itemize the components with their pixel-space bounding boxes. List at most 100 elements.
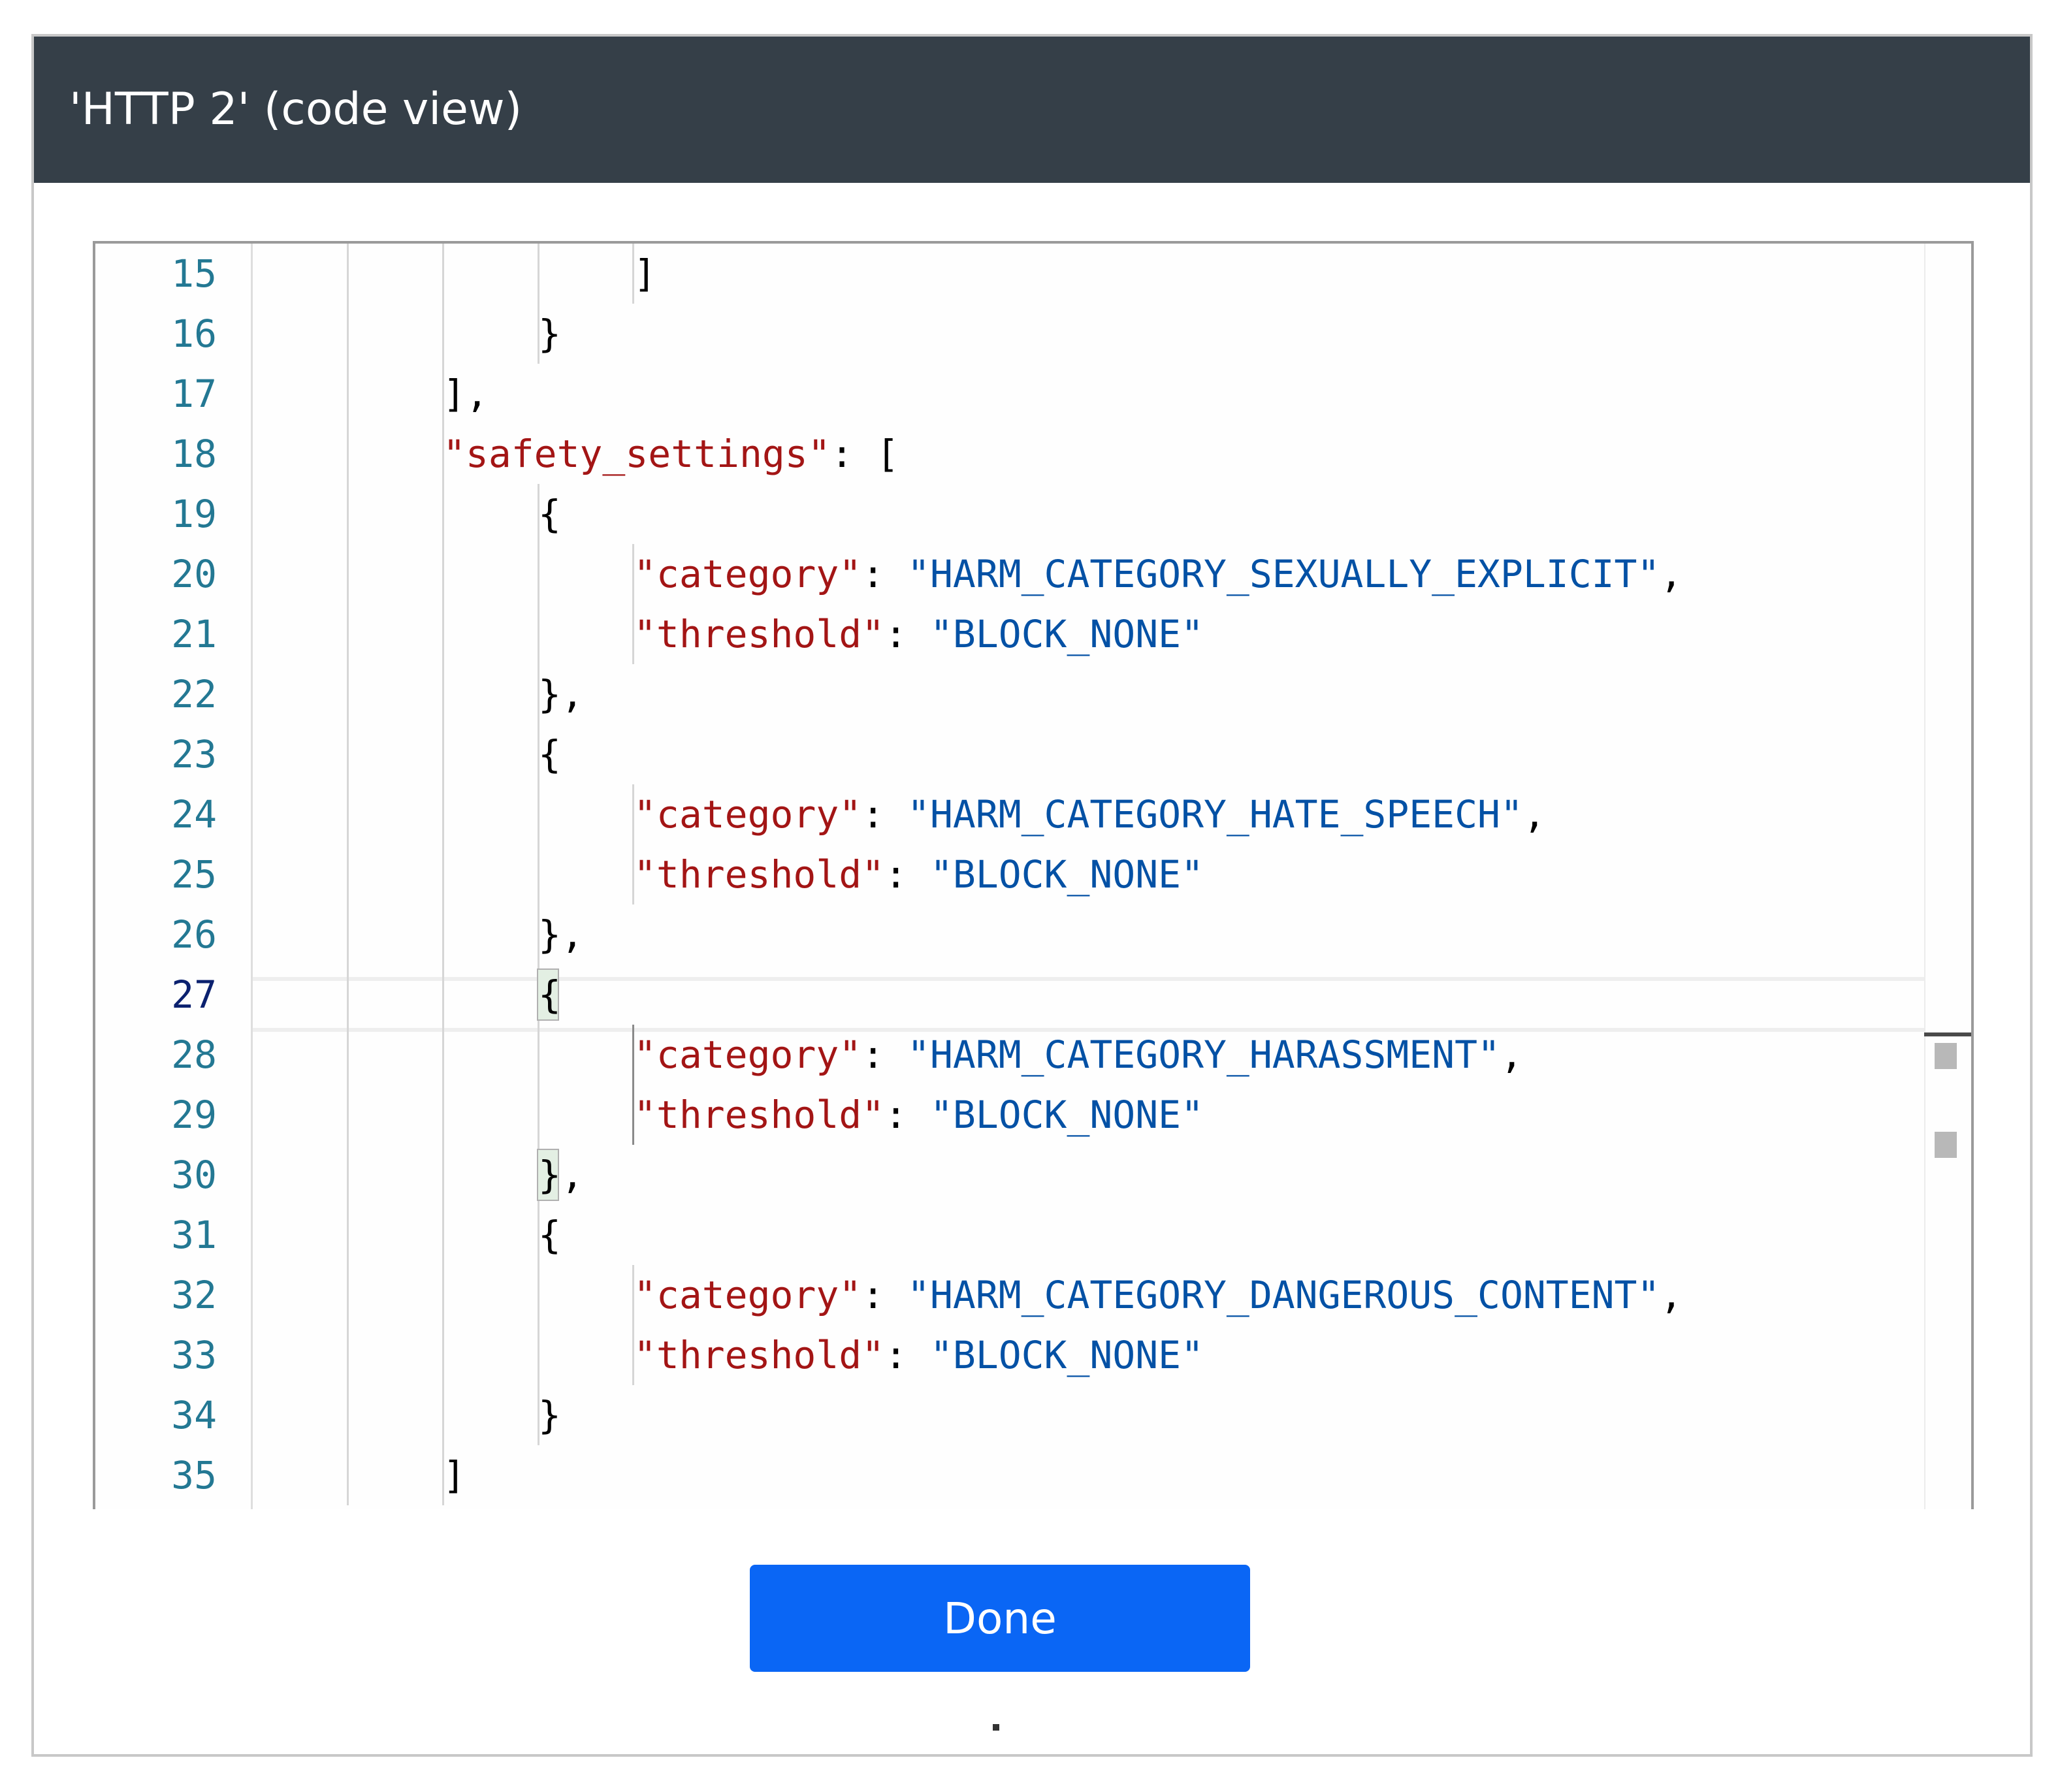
line-number: 35 — [171, 1453, 217, 1497]
line-number: 28 — [171, 1032, 217, 1077]
json-key: "threshold" — [634, 612, 885, 656]
json-punctuation: ] — [443, 1453, 466, 1497]
json-punctuation: ] — [634, 251, 656, 296]
json-key: "threshold" — [634, 1333, 885, 1377]
json-punctuation: , — [1660, 1273, 1683, 1317]
json-punctuation: } — [538, 1393, 561, 1437]
line-number: 19 — [171, 492, 217, 536]
code-line[interactable]: "threshold": "BLOCK_NONE" — [634, 844, 1204, 904]
json-key: "category" — [634, 1032, 862, 1077]
code-line[interactable]: } — [538, 304, 561, 364]
json-string-value: "HARM_CATEGORY_HATE_SPEECH" — [907, 792, 1523, 837]
json-punctuation: } — [538, 312, 561, 356]
json-punctuation: : — [861, 552, 908, 596]
overview-ruler-cursor-mark — [1924, 1032, 1971, 1036]
cursor-mark — [993, 1724, 999, 1731]
bracket-match-highlight — [537, 1149, 559, 1201]
json-punctuation: , — [1500, 1032, 1523, 1077]
code-line[interactable]: ] — [634, 244, 656, 304]
json-punctuation: : — [884, 852, 930, 897]
line-number: 15 — [171, 251, 217, 296]
json-punctuation: }, — [538, 912, 584, 957]
line-number: 17 — [171, 372, 217, 416]
bracket-match-highlight — [537, 968, 559, 1021]
json-key: "category" — [634, 792, 862, 837]
code-line[interactable]: }, — [538, 664, 584, 724]
json-string-value: "BLOCK_NONE" — [929, 1093, 1204, 1137]
line-number: 21 — [171, 612, 217, 656]
overview-ruler-bracket-mark — [1935, 1132, 1957, 1158]
json-string-value: "BLOCK_NONE" — [929, 1333, 1204, 1377]
line-number: 26 — [171, 912, 217, 957]
json-punctuation: { — [538, 732, 561, 776]
code-line[interactable]: "threshold": "BLOCK_NONE" — [634, 604, 1204, 664]
json-key: "threshold" — [634, 852, 885, 897]
code-line[interactable]: }, — [538, 904, 584, 965]
indent-guide — [347, 244, 349, 1505]
line-number: 32 — [171, 1273, 217, 1317]
line-number: 30 — [171, 1153, 217, 1197]
editor-vertical-scrollbar[interactable] — [1924, 244, 1971, 1509]
overview-ruler-bracket-mark — [1935, 1043, 1957, 1069]
line-number: 33 — [171, 1333, 217, 1377]
json-string-value: "HARM_CATEGORY_SEXUALLY_EXPLICIT" — [907, 552, 1660, 596]
code-line[interactable]: "safety_settings": [ — [443, 424, 899, 484]
line-number: 29 — [171, 1093, 217, 1137]
json-punctuation: : — [884, 1093, 930, 1137]
code-line[interactable]: "threshold": "BLOCK_NONE" — [634, 1325, 1204, 1385]
json-key: "category" — [634, 1273, 862, 1317]
code-line[interactable]: "category": "HARM_CATEGORY_HARASSMENT", — [634, 1025, 1523, 1085]
indent-guide — [538, 484, 539, 1445]
json-punctuation: { — [538, 492, 561, 536]
line-number: 25 — [171, 852, 217, 897]
code-line[interactable]: "threshold": "BLOCK_NONE" — [634, 1085, 1204, 1145]
json-punctuation: : — [884, 1333, 930, 1377]
json-string-value: "BLOCK_NONE" — [929, 852, 1204, 897]
line-number: 27 — [171, 972, 217, 1017]
indent-guide — [632, 244, 634, 304]
code-line[interactable]: }, — [538, 1145, 584, 1205]
current-line-highlight — [253, 977, 1971, 1032]
line-number: 22 — [171, 672, 217, 716]
code-line[interactable]: ], — [443, 364, 489, 424]
code-line[interactable]: { — [538, 1205, 561, 1265]
line-number: 20 — [171, 552, 217, 596]
code-line[interactable]: } — [538, 1385, 561, 1445]
done-button[interactable]: Done — [750, 1565, 1250, 1672]
code-line[interactable]: "category": "HARM_CATEGORY_SEXUALLY_EXPL… — [634, 544, 1682, 604]
json-string-value: "HARM_CATEGORY_HARASSMENT" — [907, 1032, 1500, 1077]
json-punctuation: : [ — [830, 432, 899, 476]
code-line[interactable]: ] — [443, 1445, 466, 1505]
json-punctuation: : — [861, 792, 908, 837]
dialog-title: 'HTTP 2' (code view) — [69, 84, 523, 135]
json-string-value: "HARM_CATEGORY_DANGEROUS_CONTENT" — [907, 1273, 1660, 1317]
json-key: "safety_settings" — [443, 432, 831, 476]
active-indent-guide — [632, 1025, 634, 1145]
json-punctuation: , — [1660, 552, 1683, 596]
dialog-header: 'HTTP 2' (code view) — [34, 37, 2030, 183]
json-string-value: "BLOCK_NONE" — [929, 612, 1204, 656]
code-line[interactable]: "category": "HARM_CATEGORY_HATE_SPEECH", — [634, 784, 1546, 844]
json-punctuation: : — [884, 612, 930, 656]
json-punctuation: }, — [538, 672, 584, 716]
line-number: 18 — [171, 432, 217, 476]
indent-guide — [632, 544, 634, 664]
code-line[interactable]: "category": "HARM_CATEGORY_DANGEROUS_CON… — [634, 1265, 1682, 1325]
line-number: 24 — [171, 792, 217, 837]
indent-guide — [442, 244, 444, 1505]
indent-guide — [538, 244, 539, 364]
code-line[interactable]: { — [538, 724, 561, 784]
line-number: 16 — [171, 312, 217, 356]
line-number: 34 — [171, 1393, 217, 1437]
json-punctuation: : — [861, 1273, 908, 1317]
code-line[interactable]: { — [538, 965, 561, 1025]
json-punctuation: }, — [538, 1153, 584, 1197]
json-punctuation: , — [1522, 792, 1546, 837]
json-punctuation: { — [538, 1213, 561, 1257]
json-key: "threshold" — [634, 1093, 885, 1137]
json-punctuation: : — [861, 1032, 908, 1077]
code-line[interactable]: { — [538, 484, 561, 544]
